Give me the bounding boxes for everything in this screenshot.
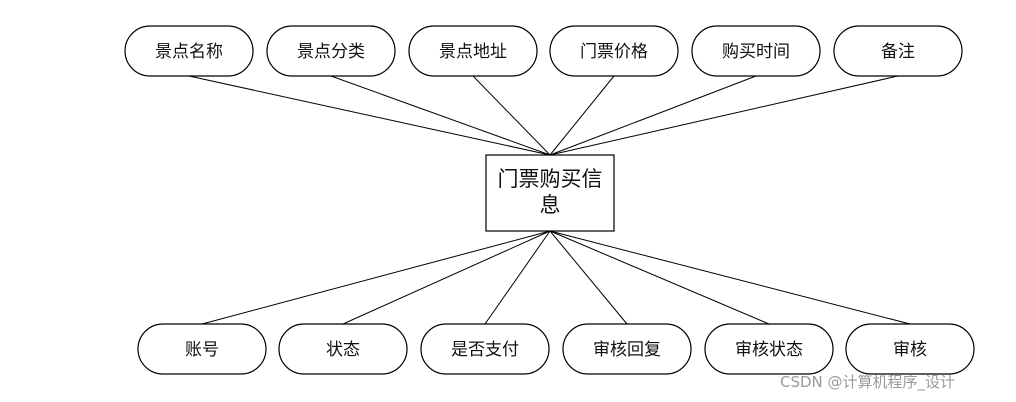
attribute-shape xyxy=(266,25,396,77)
attribute-shape xyxy=(704,323,834,375)
attribute-top-2: 景点地址 xyxy=(408,25,538,77)
edge-bottom-4 xyxy=(549,230,770,325)
attribute-shape xyxy=(137,323,267,375)
attribute-top-5: 备注 xyxy=(833,25,963,77)
attribute-bottom-4: 审核状态 xyxy=(704,323,834,375)
attribute-label: 景点分类 xyxy=(297,42,365,62)
attribute-label: 门票价格 xyxy=(580,42,648,62)
edge-top-5 xyxy=(549,75,899,156)
top-attributes: 景点名称 景点分类 景点地址 门票价格 购买时间 备注 xyxy=(124,25,963,77)
attribute-label: 审核回复 xyxy=(593,340,661,360)
edges xyxy=(188,75,911,325)
attribute-shape xyxy=(691,25,821,77)
entity-label-line2: 息 xyxy=(540,193,561,217)
attribute-bottom-2: 是否支付 xyxy=(420,323,550,375)
edge-bottom-5 xyxy=(549,230,911,325)
attribute-top-3: 门票价格 xyxy=(549,25,679,77)
edge-top-3 xyxy=(549,75,615,156)
attribute-bottom-0: 账号 xyxy=(137,323,267,375)
attribute-shape xyxy=(845,323,975,375)
edge-bottom-3 xyxy=(549,230,628,325)
attribute-shape xyxy=(833,25,963,77)
entity-label-line1: 门票购买信 xyxy=(498,167,603,191)
attribute-bottom-3: 审核回复 xyxy=(562,323,692,375)
attribute-label: 备注 xyxy=(881,42,915,62)
attribute-shape xyxy=(420,323,550,375)
edge-bottom-2 xyxy=(484,230,551,325)
attribute-shape xyxy=(278,323,408,375)
attribute-label: 购买时间 xyxy=(722,42,790,62)
bottom-attributes: 账号 状态 是否支付 审核回复 审核状态 审核 xyxy=(137,323,975,375)
attribute-label: 审核状态 xyxy=(735,340,803,360)
attribute-shape xyxy=(124,25,254,77)
edge-bottom-0 xyxy=(201,230,551,325)
attribute-top-0: 景点名称 xyxy=(124,25,254,77)
attribute-label: 账号 xyxy=(185,340,219,360)
attribute-label: 景点名称 xyxy=(155,42,223,62)
attribute-top-4: 购买时间 xyxy=(691,25,821,77)
attribute-label: 景点地址 xyxy=(439,42,507,62)
entity-node: 门票购买信 息 xyxy=(485,154,615,232)
attribute-label: 审核 xyxy=(893,340,927,360)
entity-box xyxy=(485,154,615,232)
attribute-label: 是否支付 xyxy=(451,340,519,360)
attribute-label: 状态 xyxy=(326,340,360,360)
watermark: CSDN @计算机程序_设计 xyxy=(780,373,956,391)
attribute-shape xyxy=(562,323,692,375)
edge-top-1 xyxy=(330,75,551,156)
attribute-shape xyxy=(408,25,538,77)
edge-bottom-1 xyxy=(342,230,551,325)
attribute-bottom-1: 状态 xyxy=(278,323,408,375)
attribute-top-1: 景点分类 xyxy=(266,25,396,77)
edge-top-2 xyxy=(472,75,551,156)
attribute-bottom-5: 审核 xyxy=(845,323,975,375)
edge-top-0 xyxy=(188,75,551,156)
attribute-shape xyxy=(549,25,679,77)
edge-top-4 xyxy=(549,75,757,156)
